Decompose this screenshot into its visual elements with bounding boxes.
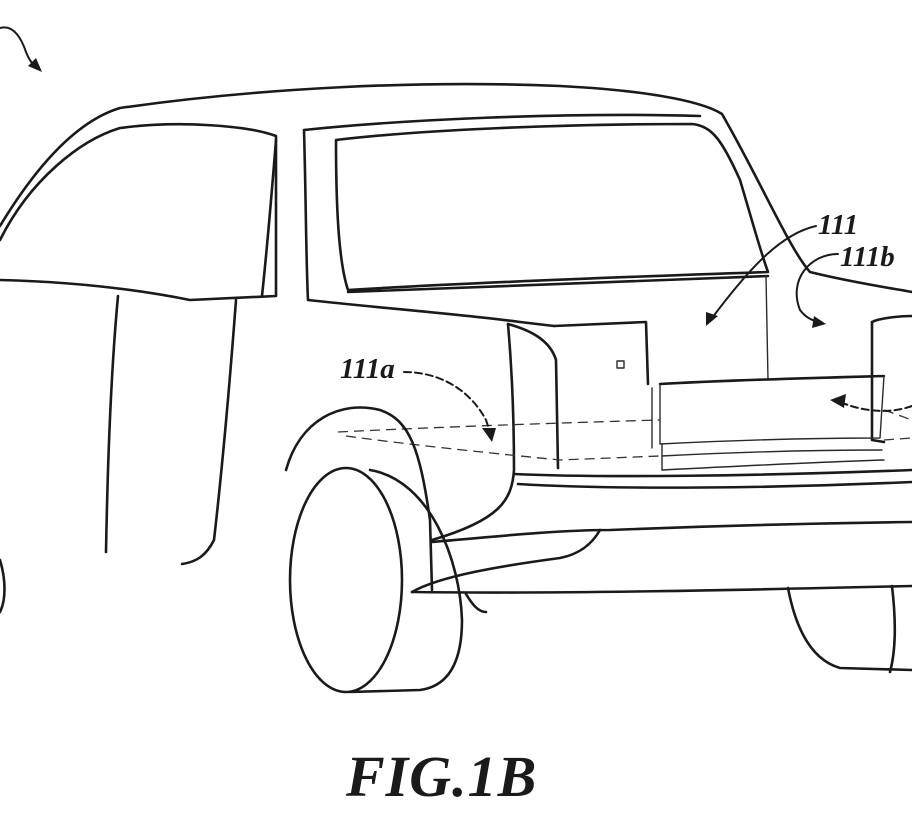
rear-wheel-right — [786, 584, 912, 674]
figure-caption: FIG.1B — [345, 744, 537, 809]
arrow-drawer-slide — [830, 394, 912, 412]
label-111a: 111a — [340, 353, 395, 385]
figure-reference-arrow — [0, 26, 42, 72]
truck-bed — [410, 275, 912, 594]
label-111: 111 — [818, 209, 858, 241]
label-111b: 111b — [840, 241, 895, 273]
arrow-111b — [795, 253, 839, 328]
storage-drawer — [337, 374, 912, 471]
arrow-111 — [706, 225, 817, 326]
rear-wheel-left — [284, 406, 464, 694]
vehicle-cab — [0, 82, 912, 566]
arrow-111a — [403, 371, 496, 442]
front-wheel-stub — [0, 558, 488, 614]
